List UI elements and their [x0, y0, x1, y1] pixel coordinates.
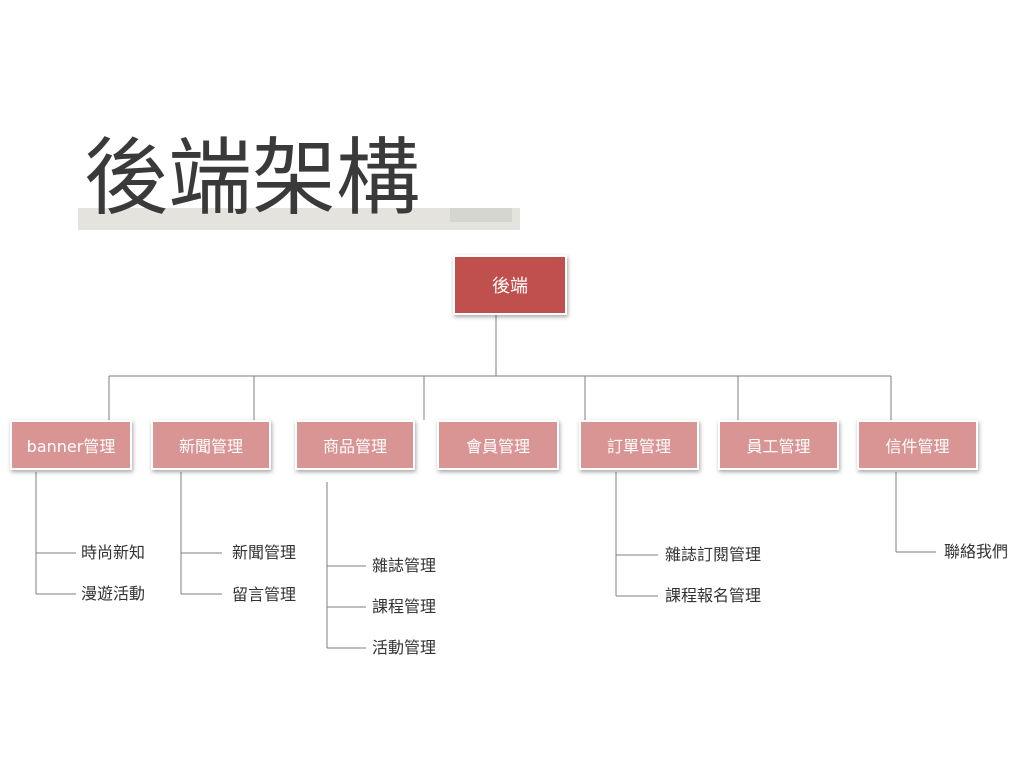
leaf-product-course-management: 課程管理	[372, 597, 437, 616]
node-news-management: 新聞管理	[151, 420, 271, 470]
leaf-order-course-registration: 課程報名管理	[665, 586, 762, 605]
leaf-news-news-management: 新聞管理	[232, 543, 297, 562]
leaf-news-comment-management: 留言管理	[232, 585, 297, 604]
leaf-order-magazine-subscription: 雜誌訂閱管理	[665, 545, 762, 564]
leaf-banner-fashion-news: 時尚新知	[81, 543, 146, 562]
leaf-mail-contact-us: 聯絡我們	[944, 542, 1009, 561]
node-order-management: 訂單管理	[579, 420, 699, 470]
node-banner-management: banner管理	[10, 420, 132, 470]
node-staff-management: 員工管理	[718, 420, 839, 470]
node-root: 後端	[453, 255, 567, 315]
title-underline-bar	[78, 208, 520, 230]
leaf-product-magazine-management: 雜誌管理	[372, 556, 437, 575]
node-mail-management: 信件管理	[857, 420, 978, 470]
leaf-product-event-management: 活動管理	[372, 638, 437, 657]
node-product-management: 商品管理	[295, 420, 415, 470]
node-member-management: 會員管理	[437, 420, 559, 470]
leaf-banner-travel-events: 漫遊活動	[81, 584, 146, 603]
slide-title: 後端架構	[84, 129, 421, 227]
title-underline-accent	[450, 208, 512, 222]
